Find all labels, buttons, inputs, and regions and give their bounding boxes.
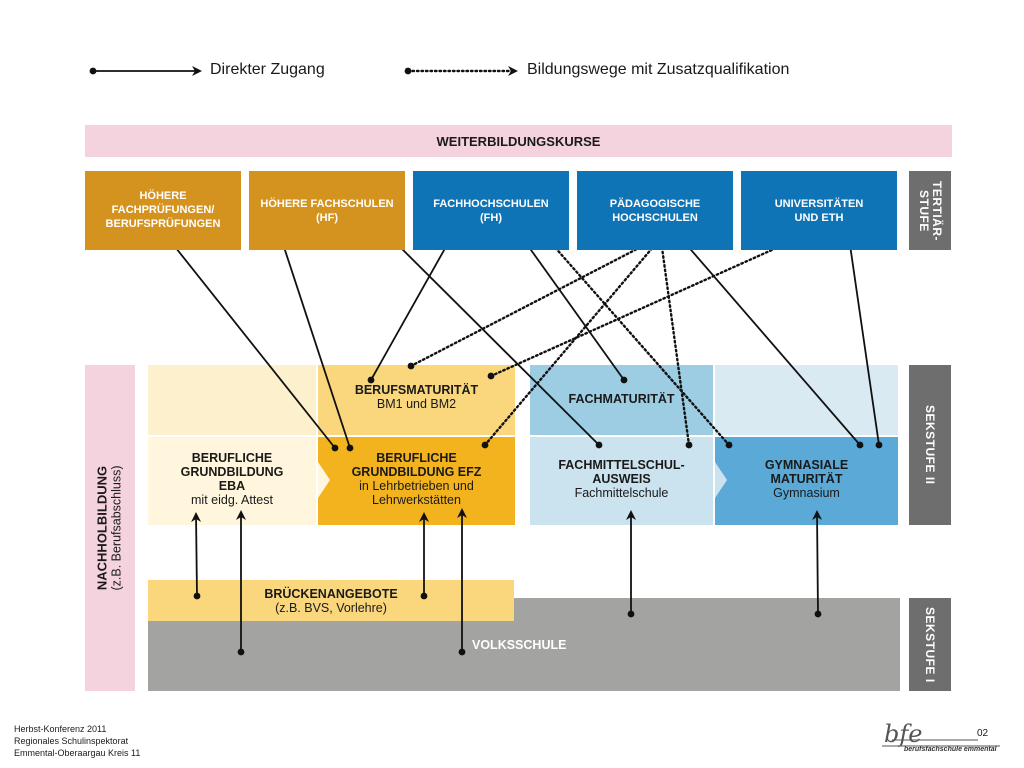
dotted-fms-ph xyxy=(656,231,693,449)
fm-chevron xyxy=(640,420,692,435)
arrow-brueck-eba xyxy=(191,512,202,600)
nachholbildung-bar xyxy=(85,365,135,691)
arrow-brueck-efz xyxy=(419,512,429,600)
bm-chevron xyxy=(380,419,452,435)
volksschule-label: VOLKSSCHULE xyxy=(472,638,567,652)
fh-line-2: (FH) xyxy=(480,212,502,224)
dotted-bm-uni xyxy=(487,234,805,380)
eba-title-3: EBA xyxy=(218,479,246,493)
gym-title-1: GYMNASIALE xyxy=(764,458,849,472)
fms-gym-chevron xyxy=(715,462,727,498)
gym-sub: Gymnasium xyxy=(773,486,840,500)
arrow-fm-fh xyxy=(519,234,628,384)
eba-upper-area xyxy=(148,365,316,435)
arrow-efz-hfp-1 xyxy=(166,236,339,452)
gymnasium-label: GYMNASIALE MATURITÄT Gymnasium xyxy=(715,458,898,500)
bfe-logo-graphic xyxy=(882,739,1000,747)
eba-efz-chevron xyxy=(318,462,330,498)
weiterbildungskurse-label: WEITERBILDUNGSKURSE xyxy=(436,133,601,149)
bm-sub: BM1 und BM2 xyxy=(376,397,457,411)
dotted-gym-fh xyxy=(543,234,733,449)
efz-area xyxy=(318,437,515,525)
arrow-volks-gym xyxy=(812,510,823,618)
arrow-volks-efz xyxy=(457,508,467,656)
stage-sek1-label: SEKSTUFE I xyxy=(923,606,937,683)
page-number: 02 xyxy=(977,728,989,739)
fms-label: FACHMITTELSCHUL- AUSWEIS Fachmittelschul… xyxy=(530,458,713,500)
uni-line-1: UNIVERSITÄTEN xyxy=(774,198,864,210)
efz-title-2: GRUNDBILDUNG EFZ xyxy=(351,465,482,479)
berufsmaturitaet-label: BERUFSMATURITÄT BM1 und BM2 xyxy=(318,383,515,411)
eba-title-1: BERUFLICHE xyxy=(191,451,273,465)
ph-line-2: HOCHSCHULEN xyxy=(612,212,698,224)
nachholbildung-label: NACHHOLBILDUNG (z.B. Berufsabschluss) xyxy=(85,365,135,691)
stage-sek2: SEKSTUFE II xyxy=(909,365,951,525)
hf-line-1: HÖHERE FACHSCHULEN xyxy=(260,198,394,210)
box-fachhochschulen: FACHHOCHSCHULEN (FH) xyxy=(413,171,569,250)
stage-tertiaer: TERTIÄR-STUFE xyxy=(909,171,951,250)
gym-upper-area xyxy=(715,365,898,435)
uni-line-2: UND ETH xyxy=(794,212,844,224)
dotted-efz-ph xyxy=(481,231,667,449)
ph-line-1: PÄDAGOGISCHE xyxy=(609,198,701,210)
brueckenangebote-label: BRÜCKENANGEBOTE (z.B. BVS, Vorlehre) xyxy=(148,587,514,615)
eba-title-2: GRUNDBILDUNG xyxy=(180,465,284,479)
brueckenangebote-block xyxy=(148,580,514,621)
eba-area xyxy=(148,437,316,525)
weiterbildungskurse-bar: WEITERBILDUNGSKURSE xyxy=(85,125,952,157)
nachholbildung-sub: (z.B. Berufsabschluss) xyxy=(110,465,125,591)
arrow-bm-fh xyxy=(367,234,453,384)
arrow-volks-eba xyxy=(236,510,246,656)
stage-sek2-label: SEKSTUFE II xyxy=(923,405,937,485)
arrow-volks-fms xyxy=(626,510,636,618)
gym-area xyxy=(715,437,898,525)
legend-additional: Bildungswege mit Zusatzqualifikation xyxy=(527,61,790,78)
eba-sub: mit eidg. Attest xyxy=(191,493,273,507)
brueckenangebote-sub: (z.B. BVS, Vorlehre) xyxy=(275,601,387,615)
bfe-logo-mark: bfe xyxy=(884,720,923,748)
legend-direct: Direkter Zugang xyxy=(210,61,325,78)
footer-line-1: Herbst-Konferenz 2011 xyxy=(14,724,107,734)
hfp-line-1: HÖHERE xyxy=(139,190,187,202)
efz-sub-2: Lehrwerkstätten xyxy=(372,493,461,507)
arrow-efz-hfp-2 xyxy=(278,236,354,452)
efz-title-1: BERUFLICHE xyxy=(376,451,457,465)
bm-title: BERUFSMATURITÄT xyxy=(354,383,479,397)
efz-sub-1: in Lehrbetrieben und xyxy=(359,479,474,493)
bfe-logo-sub: berufsfachschule emmental xyxy=(904,746,997,753)
fh-line-1: FACHHOCHSCHULEN xyxy=(433,198,549,210)
efz-label: BERUFLICHE GRUNDBILDUNG EFZ in Lehrbetri… xyxy=(318,451,515,507)
dotted-bm-ph xyxy=(407,234,664,370)
fm-title: FACHMATURITÄT xyxy=(568,392,675,406)
arrow-gym-uni xyxy=(845,236,883,449)
fms-area xyxy=(530,437,713,525)
fms-title-1: FACHMITTELSCHUL- xyxy=(558,458,685,472)
gym-title-2: MATURITÄT xyxy=(770,472,843,486)
footer-info: Herbst-Konferenz 2011 Regionales Schulin… xyxy=(14,723,140,759)
arrow-fms-hf xyxy=(387,234,603,449)
hfp-line-3: BERUFSPRÜFUNGEN xyxy=(105,218,221,230)
eba-label: BERUFLICHE GRUNDBILDUNG EBA mit eidg. At… xyxy=(148,451,316,507)
legend-direct-arrow xyxy=(89,66,202,76)
arrow-gym-ph xyxy=(677,234,864,449)
fms-sub: Fachmittelschule xyxy=(574,486,669,500)
legend-additional-arrow xyxy=(404,66,518,76)
box-hoehere-fachpruefungen: HÖHERE FACHPRÜFUNGEN/ BERUFSPRÜFUNGEN xyxy=(85,171,241,250)
hf-line-2: (HF) xyxy=(316,212,338,224)
nachholbildung-title: NACHHOLBILDUNG xyxy=(95,465,111,591)
brueckenangebote-title: BRÜCKENANGEBOTE xyxy=(264,587,398,601)
footer-line-2: Regionales Schulinspektorat xyxy=(14,736,129,746)
stage-tertiaer-label: TERTIÄR-STUFE xyxy=(917,180,944,241)
bfe-logo: bfe berufsfachschule emmental xyxy=(880,720,1015,760)
hfp-line-2: FACHPRÜFUNGEN/ xyxy=(111,204,215,216)
box-hoehere-fachschulen: HÖHERE FACHSCHULEN (HF) xyxy=(249,171,405,250)
stage-sek1: SEKSTUFE I xyxy=(909,598,951,691)
footer-line-3: Emmental-Oberaargau Kreis 11 xyxy=(14,748,141,758)
box-paedagogische-hochschulen: PÄDAGOGISCHE HOCHSCHULEN xyxy=(577,171,733,250)
fachmaturitaet-label: FACHMATURITÄT xyxy=(530,392,713,406)
box-universitaeten: UNIVERSITÄTEN UND ETH xyxy=(741,171,897,250)
fms-title-2: AUSWEIS xyxy=(592,472,651,486)
